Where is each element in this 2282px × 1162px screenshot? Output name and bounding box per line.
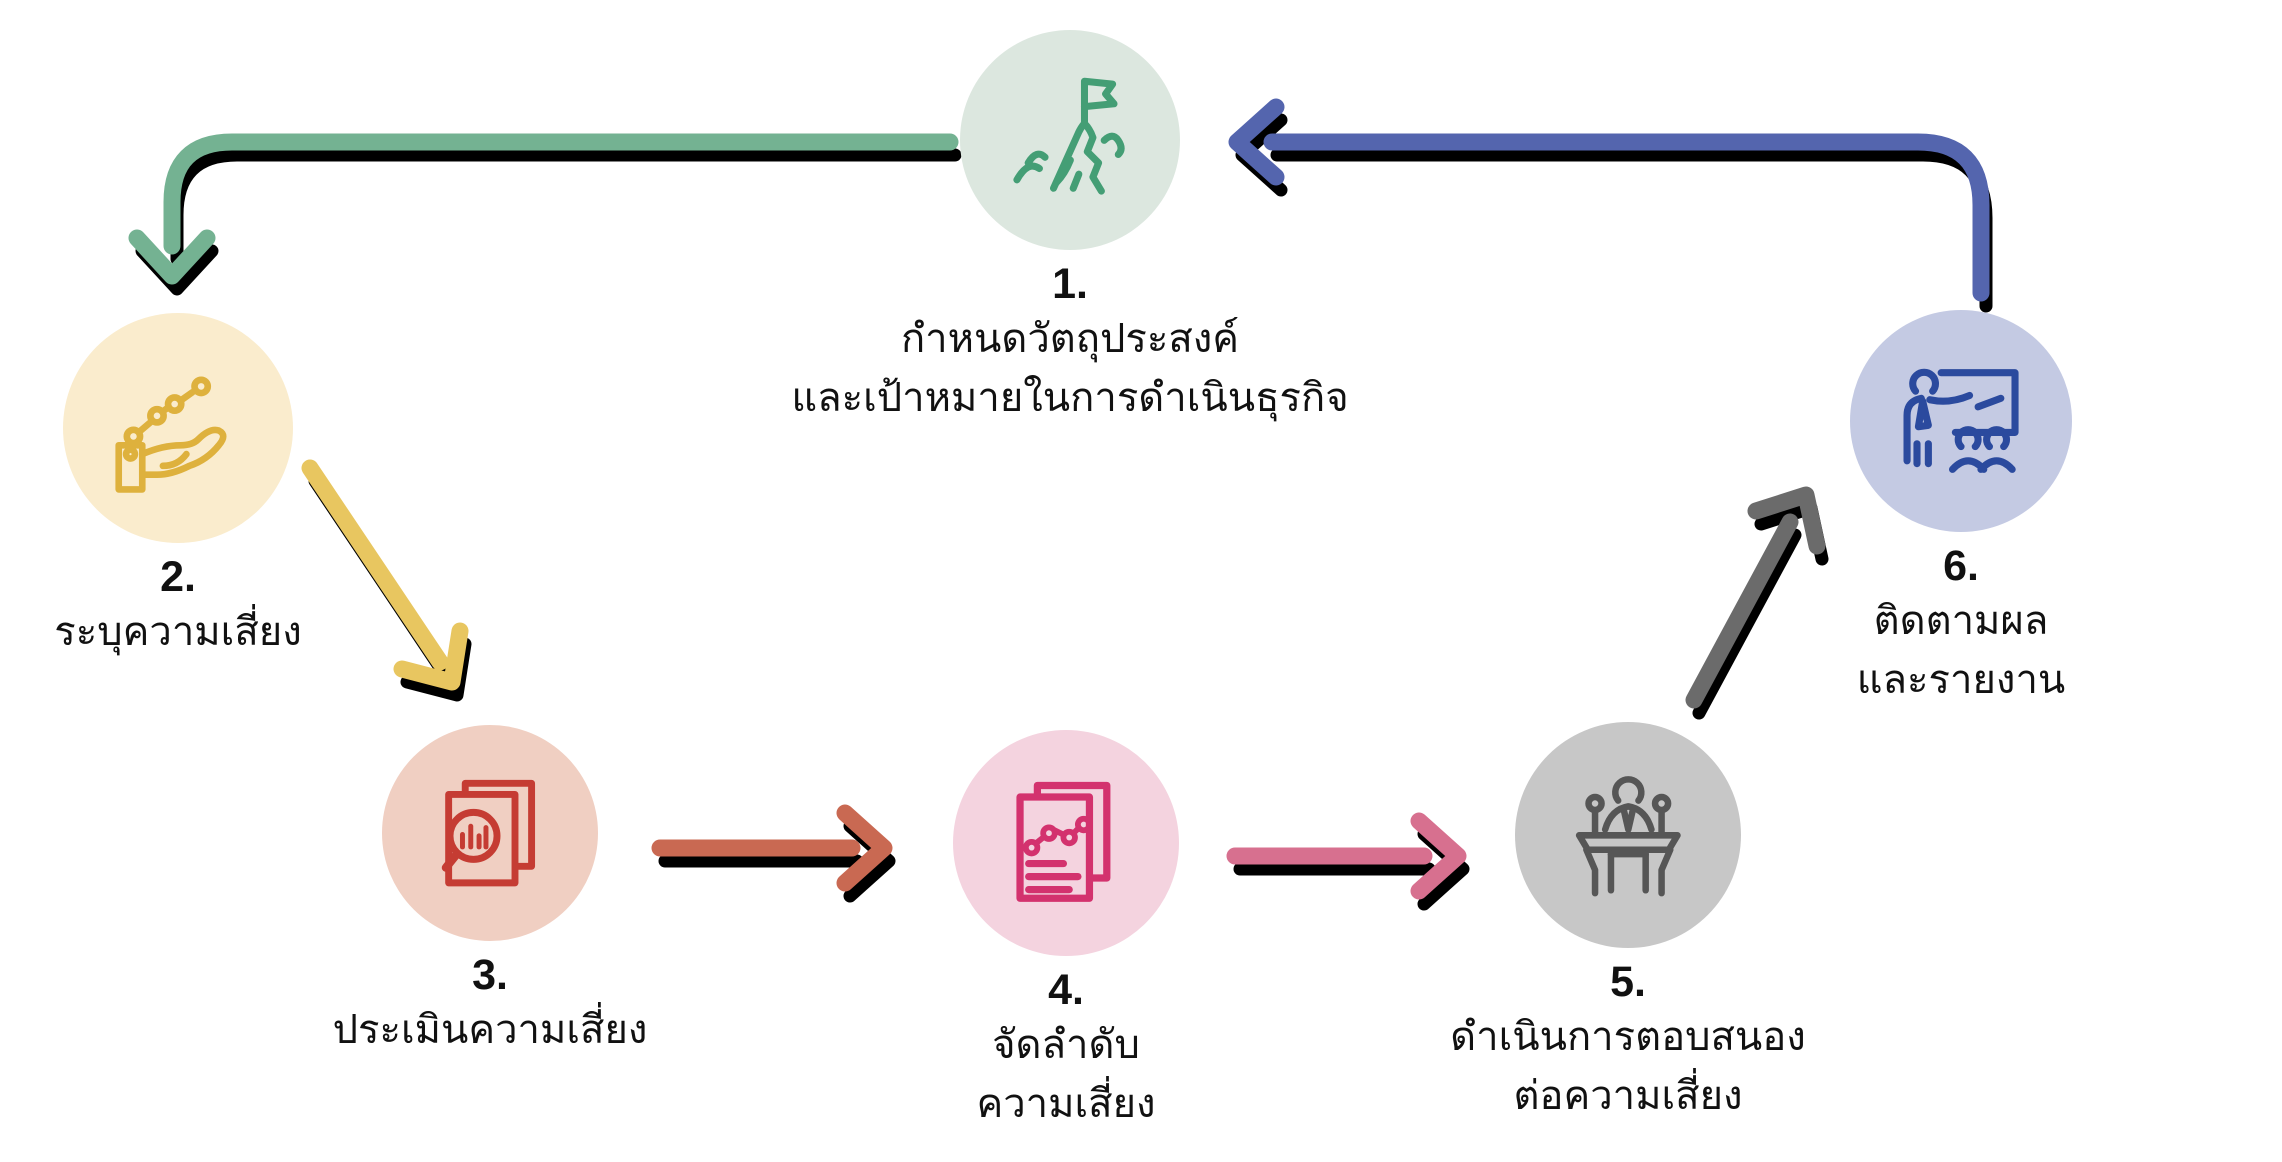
- document-magnifier-icon: [441, 779, 535, 887]
- step-6-circle: [1850, 310, 2072, 532]
- arrow-1-to-2: [128, 133, 959, 285]
- step-6-number: 6.: [1943, 542, 1979, 590]
- arrow-3-to-4: [651, 804, 893, 892]
- step-1-label-line1: กำหนดวัตถุประสงค์: [900, 317, 1240, 361]
- hand-trend-icon: [115, 376, 227, 494]
- arrow-5-to-6: [1685, 486, 1826, 709]
- step-3-circle: [382, 725, 598, 941]
- step-6-label-line1: ติดตามผล: [1873, 599, 2049, 643]
- presentation-board-icon: [1903, 368, 2019, 473]
- report-chart-icon: [1016, 781, 1111, 902]
- step-5-node: 5. ดำเนินการตอบสนอง ต่อความเสี่ยง: [1378, 722, 1878, 1126]
- step-5-circle: [1515, 722, 1741, 948]
- step-4-label-line1: จัดลำดับ: [992, 1023, 1140, 1067]
- arrow-4-to-5: [1226, 812, 1467, 900]
- step-1-circle: [960, 30, 1180, 250]
- step-4-node: 4. จัดลำดับ ความเสี่ยง: [816, 730, 1316, 1134]
- step-2-circle: [63, 313, 293, 543]
- step-2-label-line1: ระบุความเสี่ยง: [54, 610, 302, 654]
- step-3-number: 3.: [472, 951, 508, 999]
- step-3-label-line1: ประเมินความเสี่ยง: [332, 1008, 648, 1052]
- step-1-node: 1. กำหนดวัตถุประสงค์ และเป้าหมายในการดำเ…: [770, 30, 1370, 428]
- step-1-number: 1.: [1052, 260, 1088, 308]
- step-2-number: 2.: [160, 553, 196, 601]
- step-5-label-line1: ดำเนินการตอบสนอง: [1450, 1015, 1806, 1059]
- step-6-node: 6. ติดตามผล และรายงาน: [1711, 310, 2211, 710]
- step-2-node: 2. ระบุความเสี่ยง: [0, 313, 418, 662]
- step-4-label-line2: ความเสี่ยง: [976, 1082, 1156, 1126]
- step-5-number: 5.: [1610, 958, 1646, 1006]
- podium-speaker-icon: [1575, 775, 1681, 897]
- arrow-2-to-3: [301, 459, 469, 691]
- step-5-label-line2: ต่อความเสี่ยง: [1513, 1074, 1743, 1118]
- mountain-flag-icon: [1012, 77, 1125, 195]
- arrow-6-to-1: [1228, 98, 1990, 302]
- step-1-label-line2: และเป้าหมายในการดำเนินธุรกิจ: [791, 376, 1349, 420]
- step-3-node: 3. ประเมินความเสี่ยง: [240, 725, 740, 1060]
- step-6-label-line2: และรายงาน: [1856, 658, 2066, 702]
- step-4-number: 4.: [1048, 966, 1084, 1014]
- step-4-circle: [953, 730, 1179, 956]
